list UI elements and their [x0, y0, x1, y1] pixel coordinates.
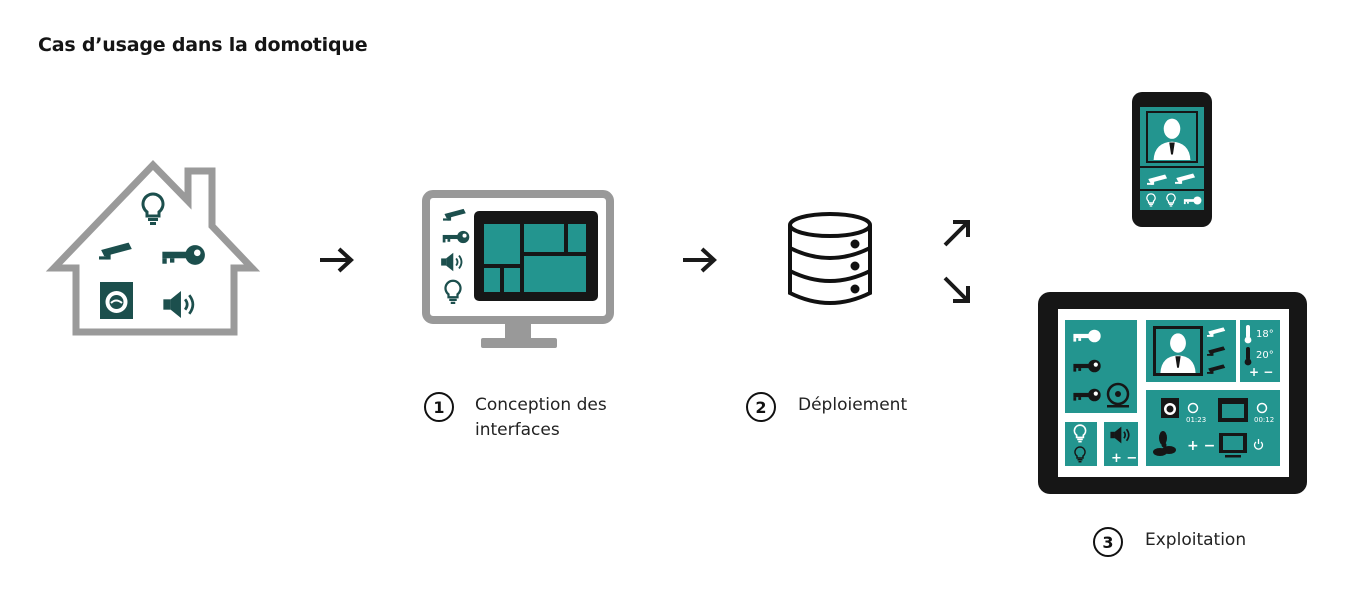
washing-machine-icon: [100, 282, 133, 319]
oven-icon: [1218, 398, 1248, 422]
thermo-plus-minus[interactable]: + −: [1249, 365, 1273, 379]
alarm-clock-icon: [1256, 402, 1268, 414]
temp-high: 18°: [1256, 329, 1274, 340]
house-icon: [45, 159, 261, 336]
camera-icon: [99, 242, 132, 260]
step-1: 1 Conception des interfaces: [424, 392, 607, 443]
speaker-icon: [441, 252, 463, 272]
arrow-up-right-icon: [943, 220, 970, 247]
tv-icon: [1219, 433, 1247, 458]
step-number: 3: [1093, 527, 1123, 557]
bulb-icon: [444, 279, 462, 305]
fan-plus-minus[interactable]: + −: [1187, 438, 1215, 454]
step-label-line1: Conception des: [475, 395, 607, 415]
arrow-down-right-icon: [943, 276, 970, 303]
step-label-line2: interfaces: [475, 420, 560, 440]
time-left: 01:23: [1186, 416, 1206, 424]
time-right: 00:12: [1254, 416, 1274, 424]
page-title: Cas d’usage dans la domotique: [38, 34, 368, 56]
arrow-right-icon: [320, 247, 354, 273]
smartphone-icon: [1132, 92, 1212, 227]
speaker-icon: [163, 290, 195, 319]
step-number: 1: [424, 392, 454, 422]
key-icon: [442, 230, 470, 244]
volume-plus-minus[interactable]: + −: [1111, 451, 1137, 466]
step-label: Exploitation: [1145, 528, 1246, 553]
tablet-icon: 18° 20° + − 01:23 00:12 + −: [1038, 292, 1307, 494]
arrow-right-icon: [683, 247, 717, 273]
power-icon: [1253, 439, 1264, 450]
step-label-line1: Exploitation: [1145, 530, 1247, 550]
washing-machine-icon: [1161, 398, 1179, 418]
step-label: Déploiement: [798, 393, 907, 418]
database-icon: [788, 212, 872, 305]
step-number: 2: [746, 392, 776, 422]
step-label-line1: Déploiement: [798, 395, 908, 415]
step-2: 2 Déploiement: [746, 392, 907, 422]
key-icon: [162, 245, 205, 265]
temp-low: 20°: [1256, 350, 1274, 361]
bulb-icon: [141, 192, 165, 226]
step-label: Conception des interfaces: [475, 393, 607, 443]
thermometer-icon: [1244, 325, 1252, 366]
monitor-icon: [422, 190, 614, 348]
camera-icon: [443, 208, 466, 221]
bell-icon: [1106, 382, 1130, 408]
step-3: 3 Exploitation: [1093, 527, 1246, 557]
alarm-clock-icon: [1187, 402, 1199, 414]
fan-icon: [1153, 431, 1176, 456]
